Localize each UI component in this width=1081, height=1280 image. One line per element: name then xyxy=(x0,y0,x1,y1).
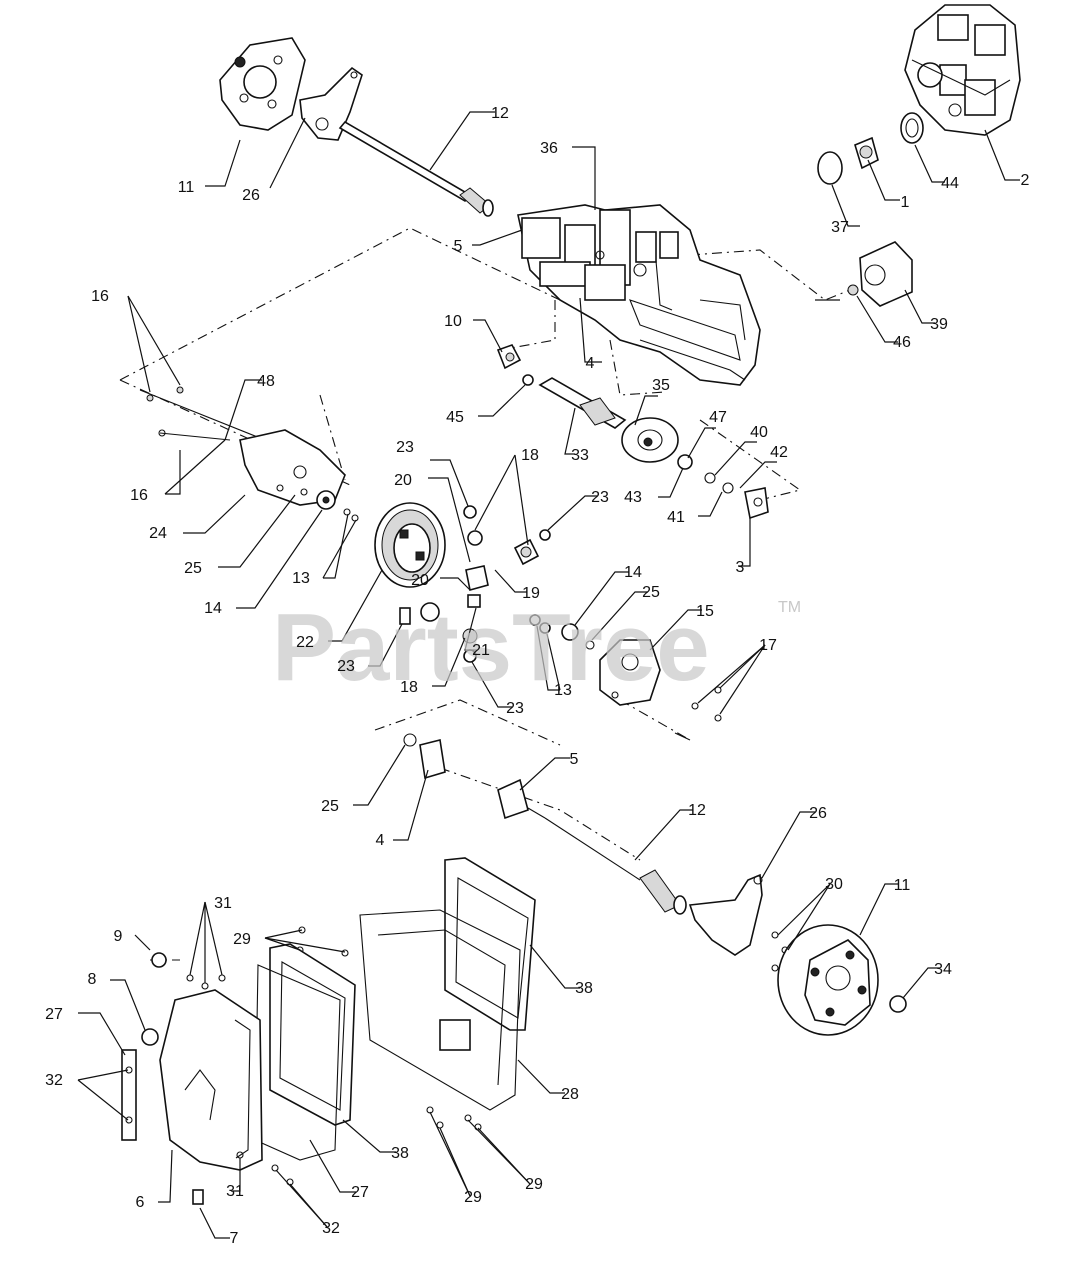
callout-5: 5 xyxy=(570,751,579,768)
callout-38: 38 xyxy=(391,1145,409,1162)
axle-shaft-top xyxy=(338,120,494,217)
callout-32: 32 xyxy=(45,1072,63,1089)
callout-23: 23 xyxy=(591,489,609,506)
callout-34: 34 xyxy=(934,961,952,978)
callout-16: 16 xyxy=(91,288,109,305)
callout-17: 17 xyxy=(759,637,777,654)
callout-39: 39 xyxy=(930,316,948,333)
callout-18: 18 xyxy=(521,447,539,464)
callout-19: 19 xyxy=(522,585,540,602)
callout-11: 11 xyxy=(894,877,911,894)
callout-23: 23 xyxy=(506,700,524,717)
callout-24: 24 xyxy=(149,525,167,542)
callout-6: 6 xyxy=(136,1194,145,1211)
callout-25: 25 xyxy=(642,584,660,601)
callout-27: 27 xyxy=(45,1006,63,1023)
gasket-38-right xyxy=(444,857,536,1031)
case-cover-6 xyxy=(141,952,263,1171)
axle-shaft-bottom xyxy=(544,817,687,915)
brake-bracket-top xyxy=(299,66,363,141)
callout-14: 14 xyxy=(624,564,642,581)
gasket-38-left xyxy=(269,943,356,1126)
callout-45: 45 xyxy=(446,409,464,426)
ring-gear xyxy=(374,502,446,588)
callout-23: 23 xyxy=(396,439,414,456)
callout-33: 33 xyxy=(571,447,589,464)
callout-48: 48 xyxy=(257,373,275,390)
callout-31: 31 xyxy=(214,895,232,912)
callout-31: 31 xyxy=(226,1183,244,1200)
callout-13: 13 xyxy=(292,570,310,587)
callout-3: 3 xyxy=(736,559,745,576)
callout-18: 18 xyxy=(400,679,418,696)
lower-bearings xyxy=(403,733,546,820)
watermark: PartsTree TM xyxy=(272,594,801,701)
callout-35: 35 xyxy=(652,377,670,394)
callout-47: 47 xyxy=(709,409,727,426)
callout-4: 4 xyxy=(376,832,385,849)
callout-23: 23 xyxy=(337,658,355,675)
callout-26: 26 xyxy=(809,805,827,822)
right-axle-assembly xyxy=(529,614,722,741)
callout-42: 42 xyxy=(770,444,788,461)
side-strip-27 xyxy=(121,1049,137,1141)
callout-44: 44 xyxy=(941,175,959,192)
callout-43: 43 xyxy=(624,489,642,506)
callout-38: 38 xyxy=(575,980,593,997)
leader-lines xyxy=(77,111,1020,1239)
callout-2: 2 xyxy=(1021,172,1030,189)
callout-20: 20 xyxy=(394,472,412,489)
case-half-28 xyxy=(296,909,521,1131)
callout-4: 4 xyxy=(586,355,595,372)
watermark-brand: PartsTree xyxy=(272,594,710,701)
callout-32: 32 xyxy=(322,1220,340,1237)
brake-disc-top xyxy=(219,37,306,131)
callout-36: 36 xyxy=(540,140,558,157)
callout-10: 10 xyxy=(444,313,462,330)
callout-40: 40 xyxy=(750,424,768,441)
callout-29: 29 xyxy=(525,1176,543,1193)
left-axle-assembly xyxy=(139,386,359,522)
callout-28: 28 xyxy=(561,1086,579,1103)
callout-12: 12 xyxy=(491,105,509,122)
callout-8: 8 xyxy=(88,971,97,988)
callout-29: 29 xyxy=(233,931,251,948)
callout-14: 14 xyxy=(204,600,222,617)
callout-27: 27 xyxy=(351,1184,369,1201)
callout-22: 22 xyxy=(296,634,314,651)
axle-nut xyxy=(889,995,907,1013)
callout-16: 16 xyxy=(130,487,148,504)
callout-13: 13 xyxy=(554,682,572,699)
callout-29: 29 xyxy=(464,1189,482,1206)
callout-25: 25 xyxy=(184,560,202,577)
callout-5: 5 xyxy=(454,238,463,255)
callout-11: 11 xyxy=(178,179,195,196)
brake-bracket-bottom xyxy=(688,873,789,972)
callout-30: 30 xyxy=(825,876,843,893)
callout-7: 7 xyxy=(230,1230,239,1247)
callout-37: 37 xyxy=(831,219,849,236)
pump-components-right xyxy=(817,112,924,307)
callout-20: 20 xyxy=(411,572,429,589)
watermark-trademark: TM xyxy=(778,599,801,616)
callout-9: 9 xyxy=(114,928,123,945)
drain-plug-7 xyxy=(192,1189,204,1205)
callout-41: 41 xyxy=(667,509,685,526)
callout-1: 1 xyxy=(901,194,910,211)
callout-25: 25 xyxy=(321,798,339,815)
callout-12: 12 xyxy=(688,802,706,819)
callout-26: 26 xyxy=(242,187,260,204)
callout-46: 46 xyxy=(893,334,911,351)
countershaft-components xyxy=(496,344,769,520)
callout-21: 21 xyxy=(472,642,490,659)
callout-15: 15 xyxy=(696,603,714,620)
transaxle-housing xyxy=(517,204,761,386)
hydro-pump-unit xyxy=(904,4,1021,136)
brake-disc-bottom xyxy=(777,924,879,1036)
